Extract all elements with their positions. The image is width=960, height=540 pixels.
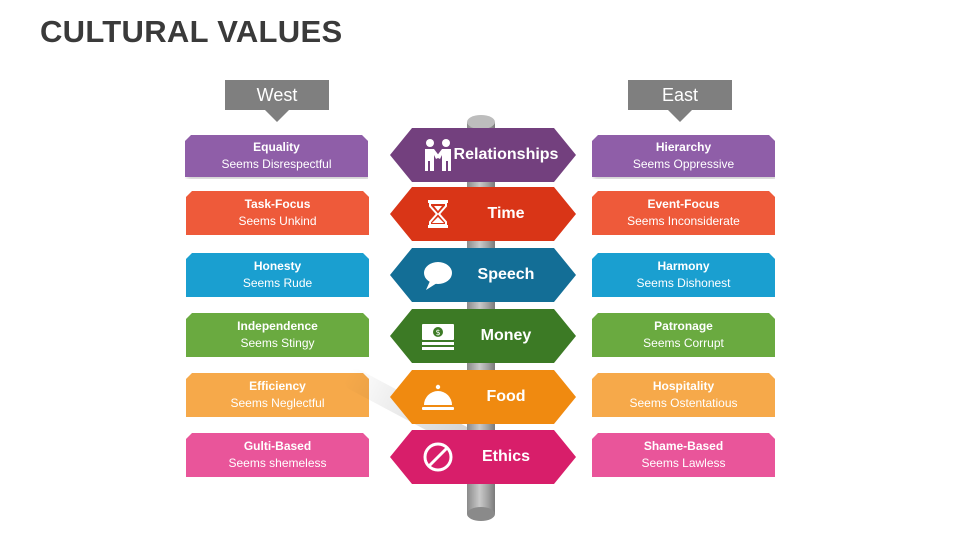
page-title: CULTURAL VALUES [40, 14, 343, 49]
card-title: Event-Focus [647, 196, 720, 211]
sign-time: Time [390, 187, 576, 241]
speech-bubble-icon [424, 262, 452, 290]
prohibited-icon [423, 442, 453, 472]
card-subtitle: Seems Neglectful [230, 395, 325, 410]
card-title: Harmony [657, 258, 710, 273]
sign-label: Food [486, 388, 526, 405]
sign-label: Relationships [453, 146, 559, 163]
card-title: Gulti-Based [243, 438, 312, 453]
signpost-base [467, 507, 495, 521]
card-subtitle: Seems Rude [242, 275, 313, 290]
card-subtitle: Seems Corrupt [643, 335, 724, 350]
sign-label: Ethics [481, 448, 530, 465]
card-title: Shame-Based [643, 438, 724, 453]
svg-text:$: $ [435, 328, 440, 337]
west-header: West [225, 80, 329, 110]
card-subtitle: Seems Unkind [238, 213, 317, 228]
card-subtitle: Seems Dishonest [636, 275, 731, 290]
sign-label: Speech [477, 266, 535, 283]
sign-label: Money [480, 327, 532, 344]
card-title: Efficiency [249, 378, 306, 393]
card-title: Honesty [253, 258, 302, 273]
card-subtitle: Seems Oppressive [632, 156, 735, 171]
card-subtitle: Seems Inconsiderate [627, 213, 740, 228]
east-header-arrow [668, 110, 692, 122]
card-subtitle: Seems Ostentatious [629, 395, 738, 410]
money-icon: $ [422, 324, 454, 350]
east-header: East [628, 80, 732, 110]
card-subtitle: Seems Lawless [641, 455, 726, 470]
card-subtitle: Seems shemeless [228, 455, 327, 470]
food-cloche-icon [422, 384, 454, 410]
card-title: Hierarchy [655, 139, 712, 154]
card-title: Patronage [654, 318, 713, 333]
sign-relationships: Relationships [390, 128, 576, 182]
sign-speech: Speech [390, 248, 576, 302]
sign-ethics: Ethics [390, 430, 576, 484]
sign-money: $ Money [390, 309, 576, 363]
sign-food: Food [390, 370, 576, 424]
card-subtitle: Seems Stingy [240, 335, 315, 350]
card-title: Independence [237, 318, 318, 333]
card-title: Hospitality [652, 378, 715, 393]
west-header-arrow [265, 110, 289, 122]
signpost-cap [467, 115, 495, 129]
card-title: Equality [253, 139, 300, 154]
card-subtitle: Seems Disrespectful [221, 156, 332, 171]
sign-label: Time [487, 205, 525, 222]
handshake-icon [425, 139, 451, 171]
card-title: Task-Focus [244, 196, 311, 211]
hourglass-icon [428, 200, 448, 228]
